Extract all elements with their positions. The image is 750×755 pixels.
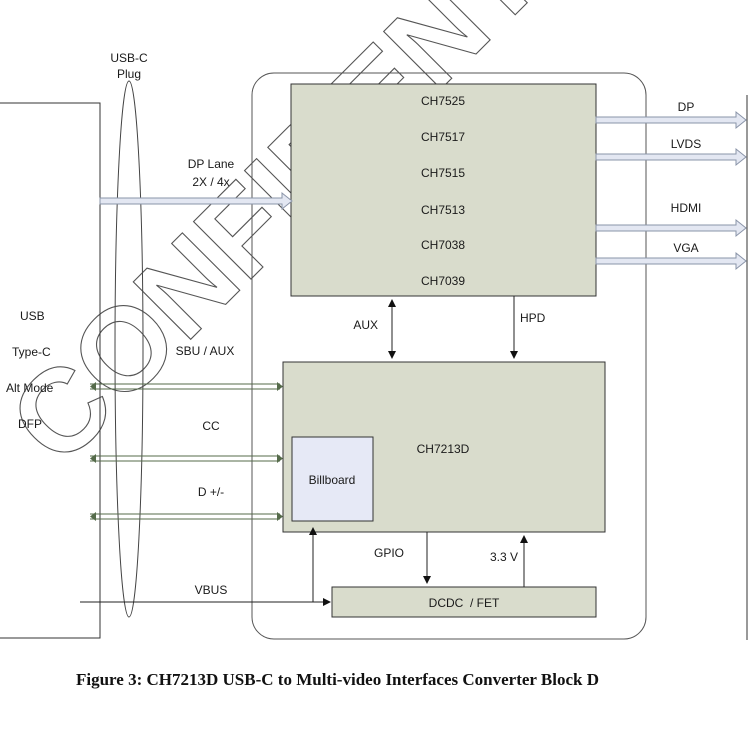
host-label-line-1: USB <box>20 309 45 323</box>
host-label-line-4: DFP <box>18 417 42 431</box>
hdmi-output-arrow <box>595 218 747 238</box>
chip-label-ch7515: CH7515 <box>421 166 465 180</box>
dcdc-fet-label: DCDC / FET <box>429 596 500 610</box>
plug-label-line-2: Plug <box>117 67 141 81</box>
output-label-vga: VGA <box>673 241 698 255</box>
dp-lane-label-line-1: DP Lane <box>188 157 235 171</box>
sbu-aux-bus <box>90 382 283 391</box>
dp-lane-label-line-2: 2X / 4x <box>192 175 229 189</box>
billboard-label: Billboard <box>309 473 356 487</box>
controller-chip-label: CH7213D <box>417 442 470 456</box>
host-label-line-3: Alt Mode <box>6 381 54 395</box>
output-label-dp: DP <box>678 100 695 114</box>
output-label-lvds: LVDS <box>671 137 701 151</box>
usb-c-plug <box>114 80 144 618</box>
vbus-label: VBUS <box>195 583 228 597</box>
converter-chip-block <box>290 83 597 297</box>
output-label-hdmi: HDMI <box>671 201 702 215</box>
adapter-outline <box>251 72 647 640</box>
sbu-aux-label: SBU / AUX <box>176 344 235 358</box>
billboard-block <box>291 436 374 522</box>
figure-caption: Figure 3: CH7213D USB-C to Multi-video I… <box>76 670 599 689</box>
chip-label-ch7513: CH7513 <box>421 203 465 217</box>
dp-lane-arrow <box>99 191 293 211</box>
chip-label-ch7039: CH7039 <box>421 274 465 288</box>
v33-label: 3.3 V <box>490 550 518 564</box>
d-pm-bus <box>90 512 283 521</box>
chip-label-ch7525: CH7525 <box>421 94 465 108</box>
vga-output-arrow <box>595 251 747 271</box>
gpio-label: GPIO <box>374 546 404 560</box>
dcdc-fet-block <box>331 586 597 618</box>
cc-label: CC <box>202 419 220 433</box>
plug-label-line-1: USB-C <box>110 51 148 65</box>
cc-bus <box>90 454 283 463</box>
host-label-line-2: Type-C <box>12 345 51 359</box>
d-pm-label: D +/- <box>198 485 224 499</box>
chip-label-ch7038: CH7038 <box>421 238 465 252</box>
lvds-output-arrow <box>595 147 747 167</box>
usb-host-box <box>0 102 101 639</box>
aux-label: AUX <box>353 318 378 332</box>
chip-label-ch7517: CH7517 <box>421 130 465 144</box>
hpd-label: HPD <box>520 311 546 325</box>
dp-output-arrow <box>595 110 747 130</box>
